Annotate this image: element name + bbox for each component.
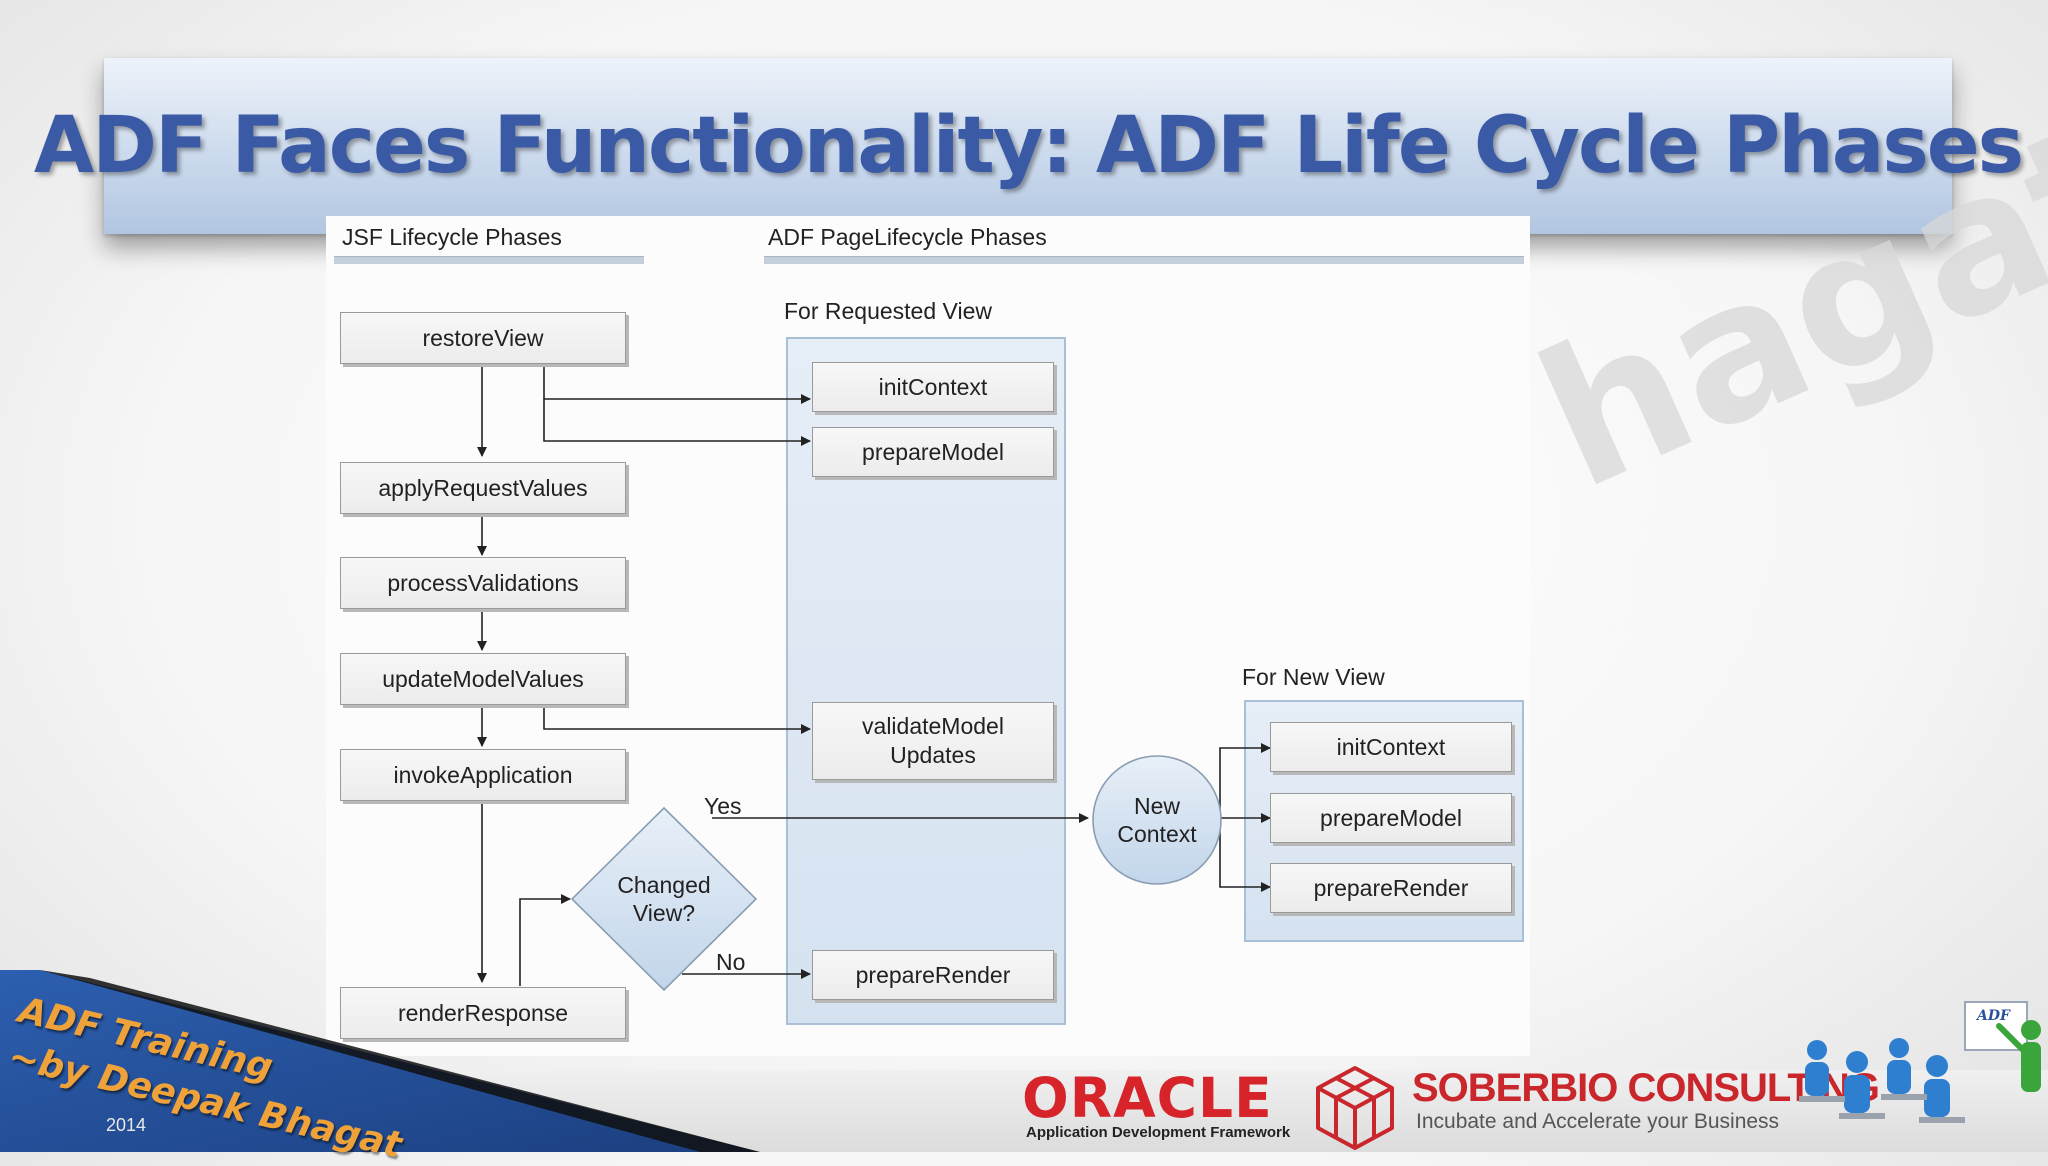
newview-initcontext: initContext [1270,722,1512,772]
arrow-render-to-decision [519,894,571,986]
training-ribbon [0,970,760,1152]
adf-header-rule [764,256,1524,264]
arrow-context-to-preparerender [1219,820,1271,892]
arrow-restore-to-initcontext [543,364,811,404]
arrow-context-to-initcontext [1219,743,1271,820]
soberbio-company-name: SOBERBIO CONSULTING [1412,1066,1880,1110]
title-banner: ADF Faces Functionality: ADF Life Cycle … [34,58,2024,234]
soberbio-tagline: Incubate and Accelerate your Business [1416,1110,1780,1133]
oracle-wordmark: ORACLE [1022,1066,1273,1130]
arrow-update-to-validate [543,708,811,734]
diagram-connectors [477,364,1271,992]
new-context-label: New Context [1117,793,1197,847]
arrow-restore-to-preparemodel [543,399,811,446]
new-context-circle [1092,755,1222,885]
jsf-phase-updatemodelvalues: updateModelValues [340,653,626,705]
lifecycle-diagram: JSF Lifecycle Phases ADF PageLifecycle P… [326,216,1530,1056]
board-label: ADF [1975,1008,2011,1024]
requested-preparerender: prepareRender [812,950,1054,1000]
oracle-subtitle: Application Development Framework [1026,1124,1291,1141]
jsf-lifecycle-header: JSF Lifecycle Phases [342,224,562,250]
page-title: ADF Faces Functionality: ADF Life Cycle … [33,101,2024,191]
new-view-label: For New View [1242,664,1385,690]
jsf-header-rule [334,256,644,264]
edge-label-yes: Yes [704,793,742,819]
changed-view-label: Changed View? [617,872,711,926]
soberbio-cube-icon [1316,1066,1394,1150]
requested-validatemodelupdates: validateModel Updates [812,702,1054,780]
jsf-phase-restoreview: restoreView [340,312,626,364]
requested-view-label: For Requested View [784,298,992,324]
jsf-phase-applyrequestvalues: applyRequestValues [340,462,626,514]
newview-preparemodel: prepareModel [1270,793,1512,843]
jsf-phase-renderresponse: renderResponse [340,987,626,1039]
adf-lifecycle-header: ADF PageLifecycle Phases [768,224,1047,250]
ribbon-year: 2014 [106,1115,147,1135]
jsf-phase-invokeapplication: invokeApplication [340,749,626,801]
jsf-phase-processvalidations: processValidations [340,557,626,609]
changed-view-diamond [570,806,758,992]
training-team-graphic: ADF [1799,1001,2041,1123]
edge-label-no: No [716,949,746,975]
oracle-logo: ORACLE Application Development Framework [1022,1066,1291,1144]
newview-preparerender: prepareRender [1270,863,1512,913]
requested-initcontext: initContext [812,362,1054,412]
requested-preparemodel: prepareModel [812,427,1054,477]
